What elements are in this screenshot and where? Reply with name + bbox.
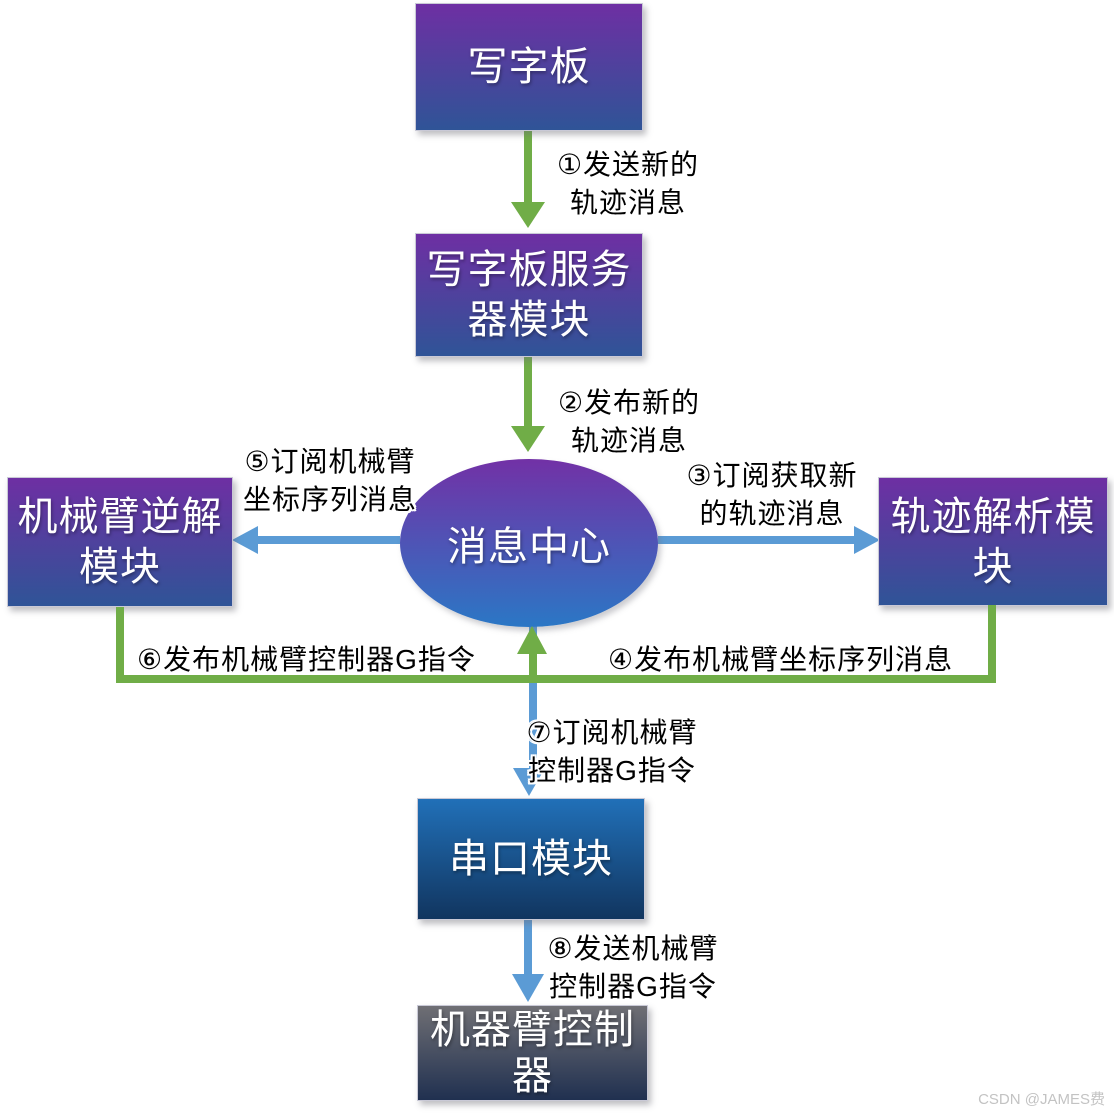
edge-step5-line	[258, 536, 400, 544]
edge-step3-line	[658, 536, 854, 544]
edge-step1-label: ①发送新的 轨迹消息	[556, 149, 700, 218]
edge-step3-label: ③订阅获取新 的轨迹消息	[686, 460, 858, 529]
edge-step6-step4-horizontal-line	[116, 675, 996, 683]
edge-step6-label: ⑥发布机械臂控制器G指令	[137, 644, 476, 675]
node-serial-label: 串口模块	[449, 837, 613, 881]
edge-junction-arrowhead	[517, 626, 547, 654]
edge-step1-arrowhead	[511, 202, 545, 228]
edge-step8-line	[524, 920, 532, 976]
edge-step7-arrowhead	[513, 768, 545, 796]
edge-step5-arrowhead	[232, 526, 258, 554]
node-traj-parse-label: 轨迹解析模 块	[890, 494, 1096, 589]
node-serial: 串口模块	[417, 798, 645, 920]
edge-step8-label: ⑧发送机械臂 控制器G指令	[547, 933, 719, 1002]
node-message-center-label: 消息中心	[447, 525, 611, 569]
edge-step4-vertical-line	[988, 605, 996, 679]
edge-step1-line	[524, 131, 532, 203]
edge-step3-arrowhead	[854, 526, 880, 554]
node-writer: 写字板	[415, 3, 643, 131]
edge-step6-vertical-line	[116, 607, 124, 679]
node-writer-server-label: 写字板服务 器模块	[426, 248, 632, 342]
edge-step7-label: ⑦订阅机械臂 控制器G指令	[526, 717, 698, 786]
edge-step2-label: ②发布新的 轨迹消息	[557, 387, 701, 456]
edge-step2-arrowhead	[511, 426, 545, 452]
node-arm-ik-label: 机械臂逆解 模块	[17, 495, 223, 589]
edge-junction-stem	[529, 652, 537, 680]
edge-step4-label: ④发布机械臂坐标序列消息	[608, 644, 954, 675]
edge-step7-line	[529, 620, 537, 770]
node-writer-label: 写字板	[467, 45, 591, 89]
csdn-watermark: CSDN @JAMES费	[978, 1091, 1105, 1108]
node-writer-server: 写字板服务 器模块	[415, 233, 643, 357]
node-message-center: 消息中心	[400, 459, 658, 627]
node-traj-parse: 轨迹解析模 块	[878, 477, 1108, 606]
node-arm-controller-label: 机器臂控制 器	[430, 1008, 635, 1098]
edge-step8-arrowhead	[512, 974, 544, 1002]
edge-step5-label: ⑤订阅机械臂 坐标序列消息	[242, 446, 418, 515]
node-arm-ik: 机械臂逆解 模块	[7, 477, 233, 607]
node-arm-controller: 机器臂控制 器	[417, 1005, 648, 1101]
edge-step2-line	[524, 357, 532, 427]
